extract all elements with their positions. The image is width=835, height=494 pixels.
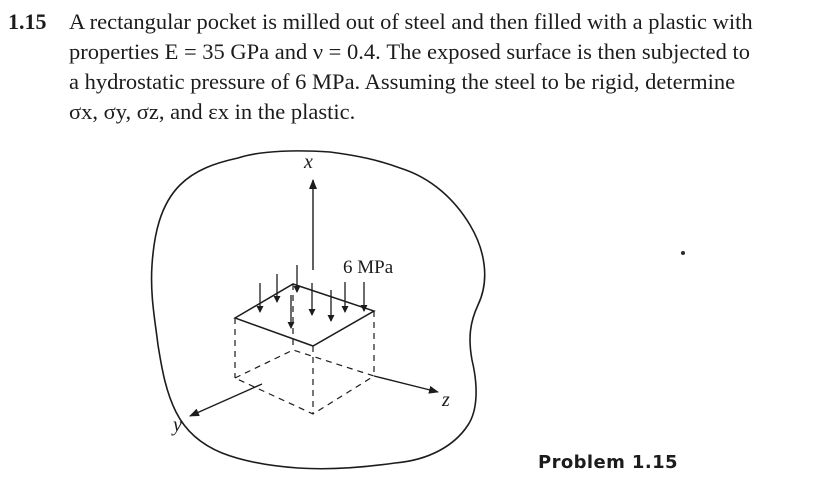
x-axis-label: x: [303, 151, 313, 173]
problem-number: 1.15: [8, 9, 47, 34]
pocket-hidden-edges: [233, 284, 376, 415]
pressure-arrows: [256, 265, 368, 329]
pressure-label: 6 MPa: [343, 257, 394, 278]
plastic-top-face: [233, 283, 376, 347]
steel-body-outline: [150, 150, 486, 470]
problem-line-4: σx, σy, σz, and εx in the plastic.: [69, 99, 356, 124]
problem-line-2: properties E = 35 GPa and ν = 0.4. The e…: [69, 39, 750, 64]
z-axis-label: z: [441, 389, 450, 411]
speck-mark: [681, 251, 685, 255]
y-axis: [189, 383, 263, 417]
figure-caption: Problem 1.15: [538, 452, 678, 473]
z-axis: [373, 375, 439, 394]
problem-line-3: a hydrostatic pressure of 6 MPa. Assumin…: [69, 69, 736, 94]
y-axis-label: y: [171, 414, 182, 436]
problem-statement: A rectangular pocket is milled out of st…: [69, 7, 825, 127]
problem-line-1: A rectangular pocket is milled out of st…: [69, 9, 753, 34]
